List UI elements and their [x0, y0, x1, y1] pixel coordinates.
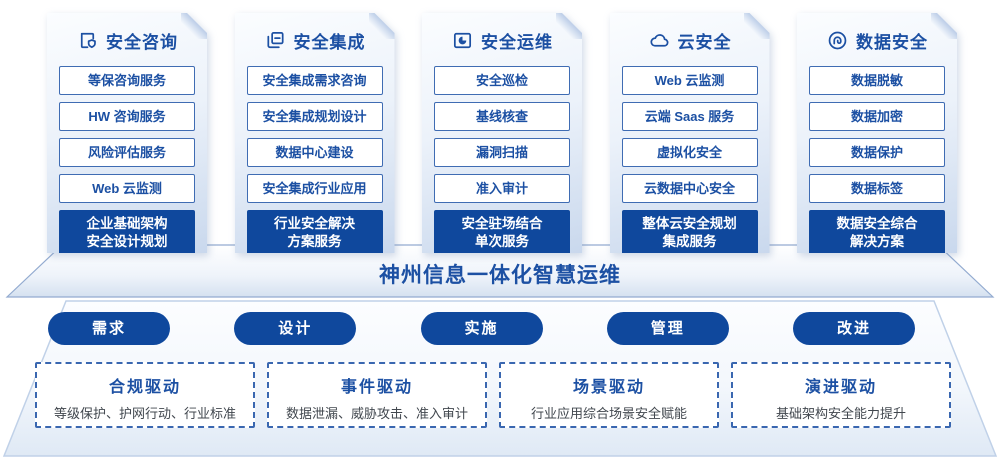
cloud-icon [648, 29, 671, 52]
platform-title: 神州信息一体化智慧运维 [379, 264, 621, 287]
driver-title: 合规驱动 [108, 379, 181, 396]
service-item: 数据中心建设 [246, 138, 383, 167]
process-pills: 需求 设计 实施 管理 改进 [48, 312, 915, 345]
pill-requirements: 需求 [48, 312, 170, 345]
service-item: 数据脱敏 [809, 66, 945, 95]
card-header: 数据安全 [807, 28, 947, 53]
driver-compliance: 合规驱动 等级保护、护网行动、行业标准 [35, 362, 255, 428]
service-item: 准入审计 [434, 174, 570, 203]
card-header: 云安全 [620, 28, 760, 53]
service-item: 风险评估服务 [59, 138, 195, 167]
pill-management: 管理 [606, 312, 729, 345]
service-card-consulting: 安全咨询 等保咨询服务 HW 咨询服务 风险评估服务 Web 云监测 企业基础架… [47, 13, 207, 253]
card-footer: 整体云安全规划 集成服务 [621, 210, 758, 253]
driver-desc: 行业应用综合场景安全赋能 [530, 406, 687, 421]
service-item: 基线核查 [434, 102, 570, 131]
pill-improvement: 改进 [793, 312, 915, 345]
fingerprint-icon [826, 29, 849, 52]
service-item: Web 云监测 [59, 174, 195, 203]
card-title: 安全集成 [293, 33, 366, 52]
driver-title: 事件驱动 [340, 379, 413, 396]
service-card-integration: 安全集成 安全集成需求咨询 安全集成规划设计 数据中心建设 安全集成行业应用 行… [234, 13, 395, 253]
driver-desc: 数据泄漏、威胁攻击、准入审计 [285, 406, 468, 421]
card-title: 安全咨询 [106, 33, 178, 52]
service-item: 安全巡检 [434, 66, 570, 95]
driver-desc: 基础架构安全能力提升 [775, 406, 906, 421]
card-title: 安全运维 [481, 33, 553, 52]
service-item: 数据保护 [809, 138, 945, 167]
card-title: 数据安全 [856, 33, 928, 52]
driver-title: 演进驱动 [804, 379, 877, 396]
card-header: 安全集成 [245, 28, 385, 53]
card-header: 安全运维 [432, 28, 572, 53]
driver-incident: 事件驱动 数据泄漏、威胁攻击、准入审计 [267, 362, 487, 428]
service-item: 数据加密 [809, 102, 945, 131]
service-item: 云端 Saas 服务 [621, 102, 758, 131]
service-item: 安全集成规划设计 [246, 102, 383, 131]
service-item: 安全集成需求咨询 [246, 66, 383, 95]
service-card-cloud-security: 云安全 Web 云监测 云端 Saas 服务 虚拟化安全 云数据中心安全 整体云… [609, 13, 770, 253]
copy-docs-icon [264, 29, 287, 52]
pill-design: 设计 [234, 312, 357, 345]
service-item: 虚拟化安全 [621, 138, 758, 167]
card-title: 云安全 [677, 33, 732, 52]
service-item: 安全集成行业应用 [246, 174, 383, 203]
folder-pie-icon [451, 29, 474, 52]
service-columns: 安全咨询 等保咨询服务 HW 咨询服务 风险评估服务 Web 云监测 企业基础架… [47, 13, 957, 253]
service-item: Web 云监测 [621, 66, 758, 95]
card-footer: 行业安全解决 方案服务 [246, 210, 383, 253]
card-footer: 安全驻场结合 单次服务 [434, 210, 570, 253]
driver-desc: 等级保护、护网行动、行业标准 [53, 406, 236, 421]
service-item: 云数据中心安全 [621, 174, 758, 203]
service-item: 数据标签 [809, 174, 945, 203]
driver-scenario: 场景驱动 行业应用综合场景安全赋能 [499, 362, 719, 428]
card-footer: 数据安全综合 解决方案 [809, 210, 945, 253]
service-item: HW 咨询服务 [59, 102, 195, 131]
pill-implementation: 实施 [420, 312, 543, 345]
service-item: 等保咨询服务 [59, 66, 195, 95]
service-item: 漏洞扫描 [434, 138, 570, 167]
card-header: 安全咨询 [57, 28, 197, 53]
card-footer: 企业基础架构 安全设计规划 [59, 210, 195, 253]
driver-boxes: 合规驱动 等级保护、护网行动、行业标准 事件驱动 数据泄漏、威胁攻击、准入审计 … [35, 362, 951, 428]
service-card-operations: 安全运维 安全巡检 基线核查 漏洞扫描 准入审计 安全驻场结合 单次服务 [422, 13, 582, 253]
driver-title: 场景驱动 [572, 379, 645, 396]
folder-shield-icon [76, 29, 99, 52]
service-card-data-security: 数据安全 数据脱敏 数据加密 数据保护 数据标签 数据安全综合 解决方案 [797, 13, 957, 253]
driver-evolution: 演进驱动 基础架构安全能力提升 [731, 362, 951, 428]
